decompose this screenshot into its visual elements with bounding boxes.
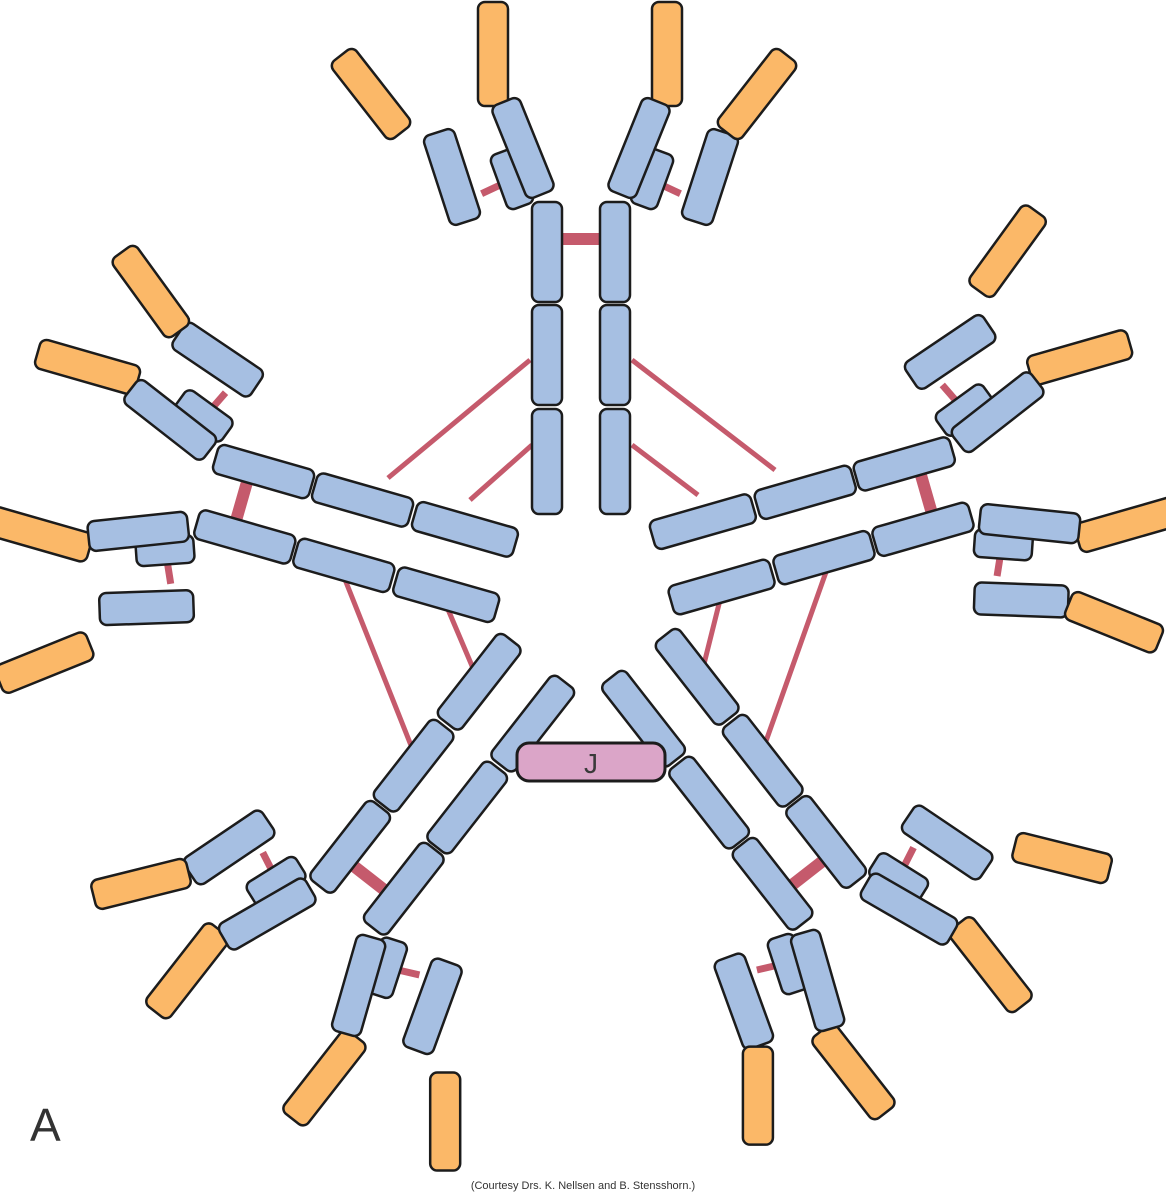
heavy-chain-cdomain <box>217 877 317 951</box>
heavy-chain-cdomain <box>648 493 758 551</box>
light-chain-cdomain <box>903 313 997 391</box>
inter-monomer-bond <box>757 571 829 759</box>
heavy-chain-cdomain <box>292 537 396 594</box>
heavy-chain-cdomain <box>410 500 520 558</box>
variable-domain <box>1063 590 1165 654</box>
variable-domain <box>330 47 412 141</box>
disulfide-bond <box>913 466 941 524</box>
heavy-chain-cdomain <box>330 933 387 1038</box>
heavy-chain-cdomain <box>372 718 455 813</box>
inter-monomer-bond <box>630 358 777 472</box>
igm-monomer <box>600 627 1114 1146</box>
heavy-chain-cdomain <box>193 509 297 565</box>
heavy-chain-cdomain <box>436 632 522 731</box>
variable-domain <box>0 505 94 563</box>
inter-monomer-bond <box>386 358 532 480</box>
variable-domain <box>476 0 510 108</box>
heavy-chain-cdomain <box>530 407 564 516</box>
igm-monomer <box>330 0 798 516</box>
variable-domain <box>90 857 192 911</box>
heavy-chain-cdomain <box>598 200 632 304</box>
heavy-chain-cdomain <box>600 669 687 768</box>
heavy-chain-cdomain <box>392 566 501 624</box>
heavy-chain-cdomain <box>785 794 868 889</box>
heavy-chain-cdomain <box>309 799 392 894</box>
heavy-chain-cdomain <box>852 436 957 492</box>
variable-domain <box>1073 496 1166 554</box>
heavy-chain-cdomain <box>607 96 671 200</box>
heavy-chain-cdomain <box>530 200 564 304</box>
inter-monomer-disulfide-bonds <box>339 358 829 759</box>
igm-monomer <box>648 204 1166 654</box>
variable-domain <box>968 204 1048 299</box>
variable-domain <box>282 1029 367 1127</box>
heavy-chain-cdomain <box>668 755 751 850</box>
inter-monomer-bond <box>339 571 419 759</box>
heavy-chain-cdomain <box>490 674 576 773</box>
variable-domain <box>1011 831 1114 885</box>
light-chain-cdomain <box>402 957 463 1056</box>
heavy-chain-cdomain <box>950 371 1045 454</box>
light-chain-cdomain <box>900 804 994 881</box>
heavy-chain-cdomain <box>871 501 975 558</box>
heavy-chain-cdomain <box>598 407 632 516</box>
variable-domain <box>0 631 95 695</box>
heavy-chain-cdomain <box>772 529 876 586</box>
j-chain-label: J <box>584 748 598 779</box>
heavy-chain-cdomain <box>859 872 959 946</box>
variable-domain <box>948 916 1033 1014</box>
heavy-chain-cdomain <box>667 558 776 616</box>
heavy-chain-cdomain <box>491 96 555 200</box>
variable-domain <box>716 47 798 141</box>
variable-domain <box>111 244 191 339</box>
j-chain-shape <box>515 741 667 783</box>
heavy-chain-cdomain <box>753 464 858 521</box>
variable-domain <box>650 0 684 108</box>
heavy-chain-cdomain <box>362 841 445 936</box>
heavy-chain-cdomain <box>721 713 804 808</box>
heavy-chain-cdomain <box>977 502 1082 545</box>
variable-domain <box>33 338 142 396</box>
variable-domain <box>811 1023 896 1121</box>
variable-domain <box>428 1071 462 1172</box>
light-chain-cdomain <box>97 588 196 627</box>
inter-monomer-bond <box>630 443 700 497</box>
variable-domain <box>1025 329 1134 386</box>
heavy-chain-cdomain <box>426 760 509 855</box>
heavy-chain-cdomain <box>310 472 415 528</box>
heavy-chain-cdomain <box>86 510 191 553</box>
disulfide-bond <box>555 233 611 245</box>
image-credit: (Courtesy Drs. K. Nellsen and B. Stenssh… <box>470 1180 696 1192</box>
igm-monomer <box>0 244 520 695</box>
inter-monomer-bond <box>468 443 534 502</box>
light-chain-cdomain <box>972 581 1070 619</box>
heavy-chain-cdomain <box>123 378 218 461</box>
heavy-chain-cdomain <box>211 443 316 500</box>
heavy-chain-cdomain <box>731 836 814 931</box>
variable-domain <box>741 1045 775 1146</box>
light-chain-cdomain <box>171 321 265 398</box>
j-chain: J <box>515 741 667 783</box>
igm-monomer <box>90 632 576 1172</box>
light-chain-cdomain <box>680 127 740 227</box>
heavy-chain-cdomain <box>654 627 740 726</box>
variable-domain <box>145 922 230 1020</box>
heavy-chain-cdomain <box>598 303 632 407</box>
heavy-chain-cdomain <box>530 303 564 407</box>
panel-label: A <box>30 1099 61 1151</box>
light-chain-cdomain <box>422 127 482 227</box>
heavy-chain-cdomain <box>789 928 846 1033</box>
disulfide-bond <box>228 470 256 528</box>
